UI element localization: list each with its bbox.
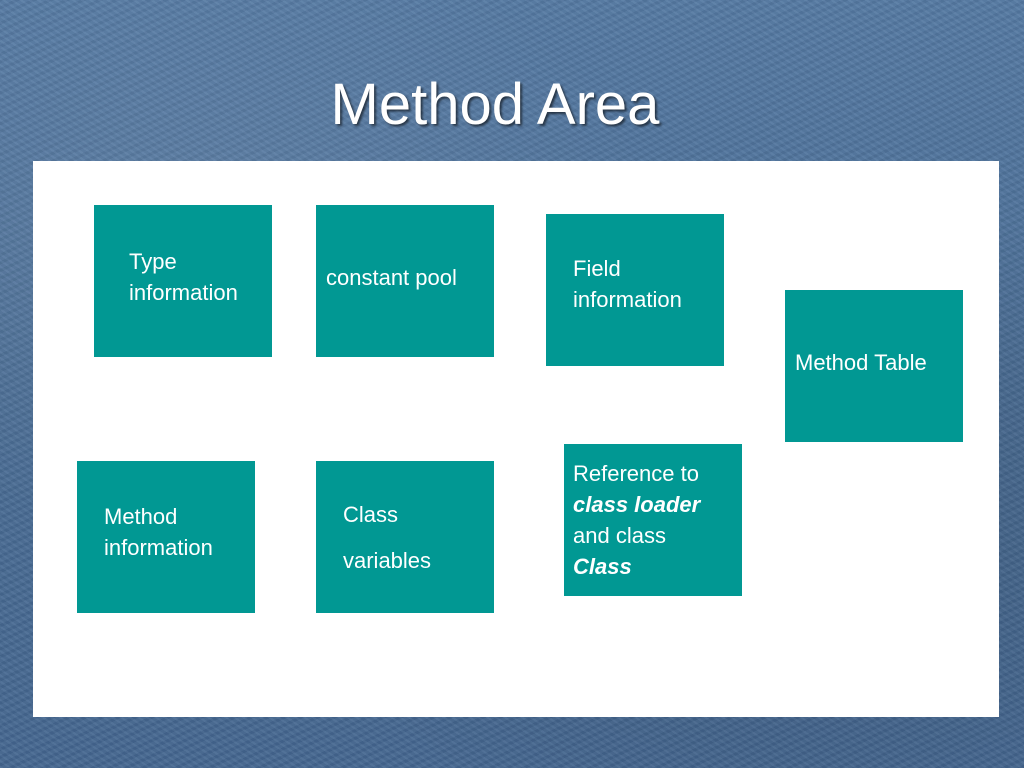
field-information-line1: Field (573, 256, 621, 281)
method-information-box: Method information (77, 461, 255, 613)
method-information-line2: information (104, 535, 213, 560)
field-information-line2: information (573, 287, 682, 312)
class-variables-box: Class variables (316, 461, 494, 613)
method-information-line1: Method (104, 504, 178, 529)
method-table-box: Method Table (785, 290, 963, 442)
constant-pool-box: constant pool (316, 205, 494, 357)
method-table-label: Method Table (795, 350, 927, 375)
type-information-line2: information (129, 280, 238, 305)
class-loader-ref-line2: class loader (573, 492, 701, 517)
class-loader-ref-line4: Class (573, 554, 632, 579)
constant-pool-label: constant pool (326, 265, 457, 290)
class-variables-line2: variables (343, 548, 432, 573)
field-information-box: Field information (546, 214, 724, 366)
class-variables-line1: Class (343, 502, 399, 527)
class-loader-reference-box: Reference to class loader and class Clas… (564, 444, 742, 596)
type-information-line1: Type (129, 249, 177, 274)
type-information-box: Type information (94, 205, 272, 357)
class-loader-ref-line1: Reference to (573, 461, 699, 486)
class-loader-ref-line3: and class (573, 523, 666, 548)
slide-title: Method Area (330, 72, 660, 137)
